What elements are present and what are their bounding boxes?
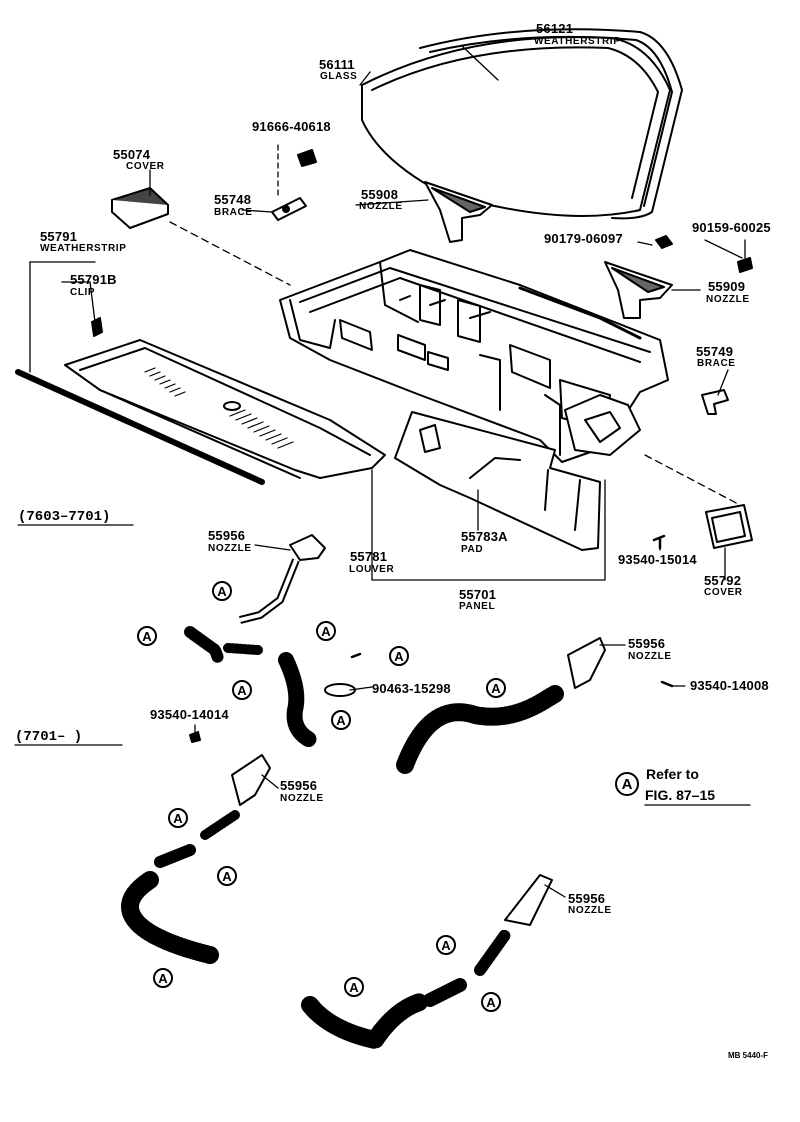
callout-marker: A	[344, 977, 364, 997]
brace-55748	[271, 197, 307, 221]
part-name-55909: NOZZLE	[706, 294, 750, 305]
part-name-55956-mid: NOZZLE	[280, 793, 324, 804]
part-name-55956-right: NOZZLE	[628, 651, 672, 662]
part-name-55783a: PAD	[461, 544, 484, 555]
hose-elbow	[184, 626, 318, 748]
part-number-55701: 55701	[459, 587, 497, 602]
callout-marker: A	[217, 866, 237, 886]
callout-marker: A	[436, 935, 456, 955]
part-number-55748: 55748	[214, 192, 252, 207]
part-number-55749: 55749	[696, 344, 734, 359]
part-number-55791b: 55791B	[70, 272, 117, 287]
nozzle-7701-right	[504, 874, 553, 926]
callout-marker: A	[389, 646, 409, 666]
part-number-55909: 55909	[708, 279, 746, 294]
nozzle-7701-left	[231, 754, 271, 806]
part-name-55792: COVER	[704, 587, 743, 598]
callout-marker: A	[232, 680, 252, 700]
part-name-55908: NOZZLE	[359, 201, 403, 212]
screw-93540-14008	[660, 680, 674, 688]
windshield-glass	[361, 28, 683, 220]
hose-left-7701	[121, 810, 240, 964]
part-number-55956-right: 55956	[628, 636, 666, 651]
hose-right-7603	[396, 637, 606, 774]
callout-marker: A	[331, 710, 351, 730]
part-number-93540-14008: 93540-14008	[690, 678, 769, 693]
brace-55749	[701, 389, 729, 415]
small-screw	[350, 652, 362, 659]
callout-marker: A	[486, 678, 506, 698]
part-name-55701: PANEL	[459, 601, 496, 612]
part-number-55956-mid: 55956	[280, 778, 318, 793]
part-number-55074: 55074	[113, 147, 151, 162]
part-number-55792: 55792	[704, 573, 742, 588]
part-number-55956-lower: 55956	[568, 891, 606, 906]
pad-55783a	[394, 411, 601, 551]
nozzle-55908	[424, 181, 493, 243]
part-number-55781: 55781	[350, 549, 388, 564]
screw-93540-15014	[652, 534, 666, 550]
clip-fastener	[277, 144, 317, 196]
drawing-code: MB 5440-F	[728, 1051, 769, 1060]
part-number-91666: 91666-40618	[252, 119, 331, 134]
part-number-90463: 90463-15298	[372, 681, 451, 696]
part-name-55956-upper: NOZZLE	[208, 543, 252, 554]
cover-55792	[705, 504, 753, 549]
part-number-55791: 55791	[40, 229, 78, 244]
part-name-55956-lower: NOZZLE	[568, 905, 612, 916]
callout-marker: A	[481, 992, 501, 1012]
part-name-55749: BRACE	[697, 358, 736, 369]
callout-marker: A	[137, 626, 157, 646]
cover-55074	[111, 187, 169, 229]
callout-marker: A	[153, 968, 173, 988]
callout-marker: A	[168, 808, 188, 828]
part-name-55791b: CLIP	[70, 287, 96, 298]
clip-55791b	[91, 317, 103, 337]
part-number-56121: 56121	[536, 21, 574, 36]
nozzle-55909	[604, 261, 673, 319]
part-name-56111: GLASS	[320, 71, 358, 82]
part-number-55908: 55908	[361, 187, 399, 202]
callout-marker: A	[316, 621, 336, 641]
part-number-90159: 90159-60025	[692, 220, 771, 235]
weatherstrip-55791	[15, 261, 265, 485]
part-name-55791: WEATHERSTRIP	[40, 243, 127, 254]
bolt-90159	[737, 239, 753, 273]
era-label-7603-7701: (7603–7701)	[18, 509, 111, 525]
era-label-7701: (7701– )	[15, 729, 83, 745]
clamp-90463	[324, 683, 356, 697]
part-name-55074: COVER	[126, 161, 165, 172]
callout-marker: A	[212, 581, 232, 601]
cowl-panel	[279, 249, 669, 463]
louver-55781	[64, 339, 386, 479]
part-name-56121: WEATHERSTRIP	[534, 36, 621, 47]
part-number-90179: 90179-06097	[544, 231, 623, 246]
hose-right-7701	[301, 929, 511, 1049]
reference-marker: A	[615, 772, 639, 796]
reference-line-1: Refer to	[646, 766, 699, 782]
nut-90179	[655, 235, 673, 249]
part-name-55748: BRACE	[214, 207, 253, 218]
part-number-93540-15014: 93540-15014	[618, 552, 697, 567]
part-number-55956-upper: 55956	[208, 528, 246, 543]
part-number-55783a: 55783A	[461, 529, 508, 544]
part-number-93540-14014: 93540-14014	[150, 707, 229, 722]
reference-line-2: FIG. 87–15	[645, 787, 716, 803]
part-name-55781: LOUVER	[349, 564, 395, 575]
part-number-56111: 56111	[319, 57, 355, 72]
hose-upper-nozzle	[239, 534, 326, 624]
